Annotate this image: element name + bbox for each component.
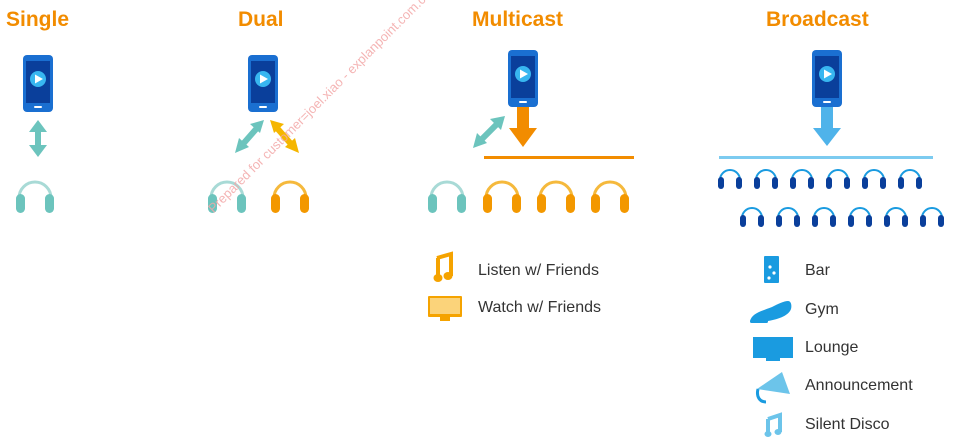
dual-right-arrow-icon	[270, 120, 299, 153]
use-case-label: Announcement	[805, 377, 913, 394]
megaphone-icon	[756, 372, 790, 404]
broadcast-headphones-row-2	[739, 207, 945, 228]
broadcast-headphone-icon	[789, 169, 815, 190]
single-headphone-icon	[14, 180, 56, 215]
broadcast-headphone-icon	[861, 169, 887, 190]
single-bidirectional-arrow-icon	[29, 120, 47, 157]
broadcast-down-arrow-icon	[813, 107, 841, 146]
broadcast-headphone-icon	[811, 207, 837, 228]
broadcast-headphone-icon	[717, 169, 743, 190]
use-case-label: Gym	[805, 301, 839, 318]
broadcast-headphone-icon	[739, 207, 765, 228]
dual-headphone-orange-icon	[269, 180, 311, 215]
single-title: Single	[6, 8, 70, 31]
multicast-bus-line	[484, 156, 634, 159]
broadcast-headphone-icon	[919, 207, 945, 228]
drink-icon	[764, 256, 779, 283]
multicast-down-arrow-icon	[509, 107, 537, 147]
broadcast-title: Broadcast	[766, 8, 869, 31]
multicast-headphone-orange-icon	[481, 180, 523, 215]
multicast-title: Multicast	[472, 8, 564, 31]
music-note-icon	[764, 412, 782, 437]
use-case-label: Bar	[805, 262, 830, 279]
use-case-label: Listen w/ Friends	[478, 262, 599, 279]
broadcast-headphone-icon	[825, 169, 851, 190]
dual-title: Dual	[238, 8, 284, 31]
use-case-label: Silent Disco	[805, 416, 890, 433]
sneaker-icon	[750, 301, 792, 323]
dual-left-arrow-icon	[235, 120, 264, 153]
single-phone-icon	[23, 55, 53, 112]
multicast-phone-icon	[508, 50, 538, 107]
broadcast-headphone-icon	[897, 169, 923, 190]
multicast-headphone-teal-icon	[426, 180, 468, 215]
music-note-icon	[433, 251, 453, 282]
broadcast-phone-icon	[812, 50, 842, 107]
use-case-label: Watch w/ Friends	[478, 299, 601, 316]
tv-icon	[753, 337, 793, 361]
multicast-headphone-orange-icon	[535, 180, 577, 215]
multicast-headphone-orange-icon	[589, 180, 631, 215]
broadcast-headphone-icon	[775, 207, 801, 228]
broadcast-headphone-icon	[847, 207, 873, 228]
broadcast-headphone-icon	[883, 207, 909, 228]
broadcast-bus-line	[719, 156, 933, 159]
dual-phone-icon	[248, 55, 278, 112]
broadcast-headphone-icon	[753, 169, 779, 190]
multicast-side-arrow-icon	[473, 116, 505, 148]
broadcast-headphones-row-1	[717, 169, 923, 190]
use-case-label: Lounge	[805, 339, 859, 356]
monitor-icon	[428, 296, 462, 321]
